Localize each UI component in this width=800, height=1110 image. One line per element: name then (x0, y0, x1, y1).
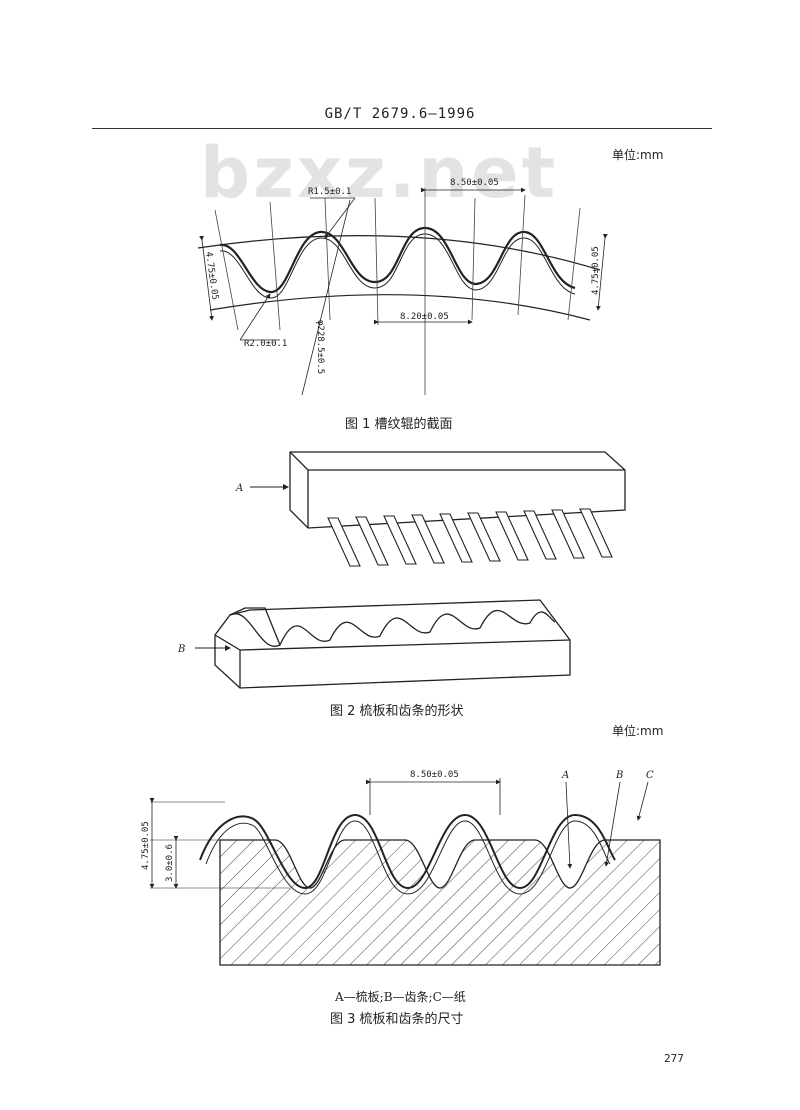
comb-teeth (327, 508, 613, 567)
inner-arc (209, 294, 591, 321)
paper-wave (205, 820, 611, 895)
comb-wave (199, 813, 616, 890)
flute-wave-inner (219, 233, 576, 299)
fig1-dim-diameter: φ228.5±0.5 (315, 320, 325, 374)
outer-arc (197, 235, 601, 271)
fig3-dim-pitch: 8.50±0.05 (410, 770, 459, 780)
fig3-label-c: C (646, 770, 654, 781)
fig1-dim-radius-top: R1.5±0.1 (308, 187, 351, 197)
figure1-caption: 图 1 槽纹辊的截面 (345, 417, 453, 432)
flute-wave (219, 226, 576, 294)
page-number: 277 (664, 1052, 684, 1065)
fig2-label-a: A (235, 483, 243, 494)
fig3-label-a: A (561, 770, 569, 781)
watermark: bzxz.net (200, 132, 559, 214)
fig1-dim-height-left: 4.75±0.05 (203, 251, 220, 301)
comb-plate (289, 451, 626, 529)
fig2-label-b: B (177, 644, 185, 655)
fig1-dim-height-right: 4.75±0.05 (591, 246, 601, 295)
fig3-dim-total-height: 4.75±0.05 (141, 821, 151, 870)
unit-label-fig1: 单位:mm (612, 148, 664, 162)
figure1-drawing: 8.50±0.05 R1.5±0.1 8.20±0.05 R2.0±0.1 φ2… (197, 178, 608, 396)
figure3-drawing: 8.50±0.05 4.75±0.05 3.0±0.6 A B C (141, 770, 661, 966)
fig3-label-b: B (615, 770, 623, 781)
standard-code: GB/T 2679.6—1996 (324, 106, 476, 122)
fig1-dim-pitch-bottom: 8.20±0.05 (400, 312, 449, 322)
rack (214, 599, 571, 689)
figure2-drawing: A B (177, 451, 626, 689)
figure2-caption: 图 2 梳板和齿条的形状 (330, 704, 464, 719)
header-rule (92, 128, 712, 129)
fig1-dim-pitch-top: 8.50±0.05 (450, 178, 499, 188)
figure3-legend: A—梳板;B—齿条;C—纸 (335, 990, 466, 1004)
figure3-caption: 图 3 梳板和齿条的尺寸 (330, 1012, 464, 1027)
fig1-dim-radius-bottom: R2.0±0.1 (244, 339, 287, 349)
rack-section (219, 839, 661, 966)
unit-label-fig3: 单位:mm (612, 724, 664, 738)
fig3-dim-depth: 3.0±0.6 (165, 844, 175, 882)
